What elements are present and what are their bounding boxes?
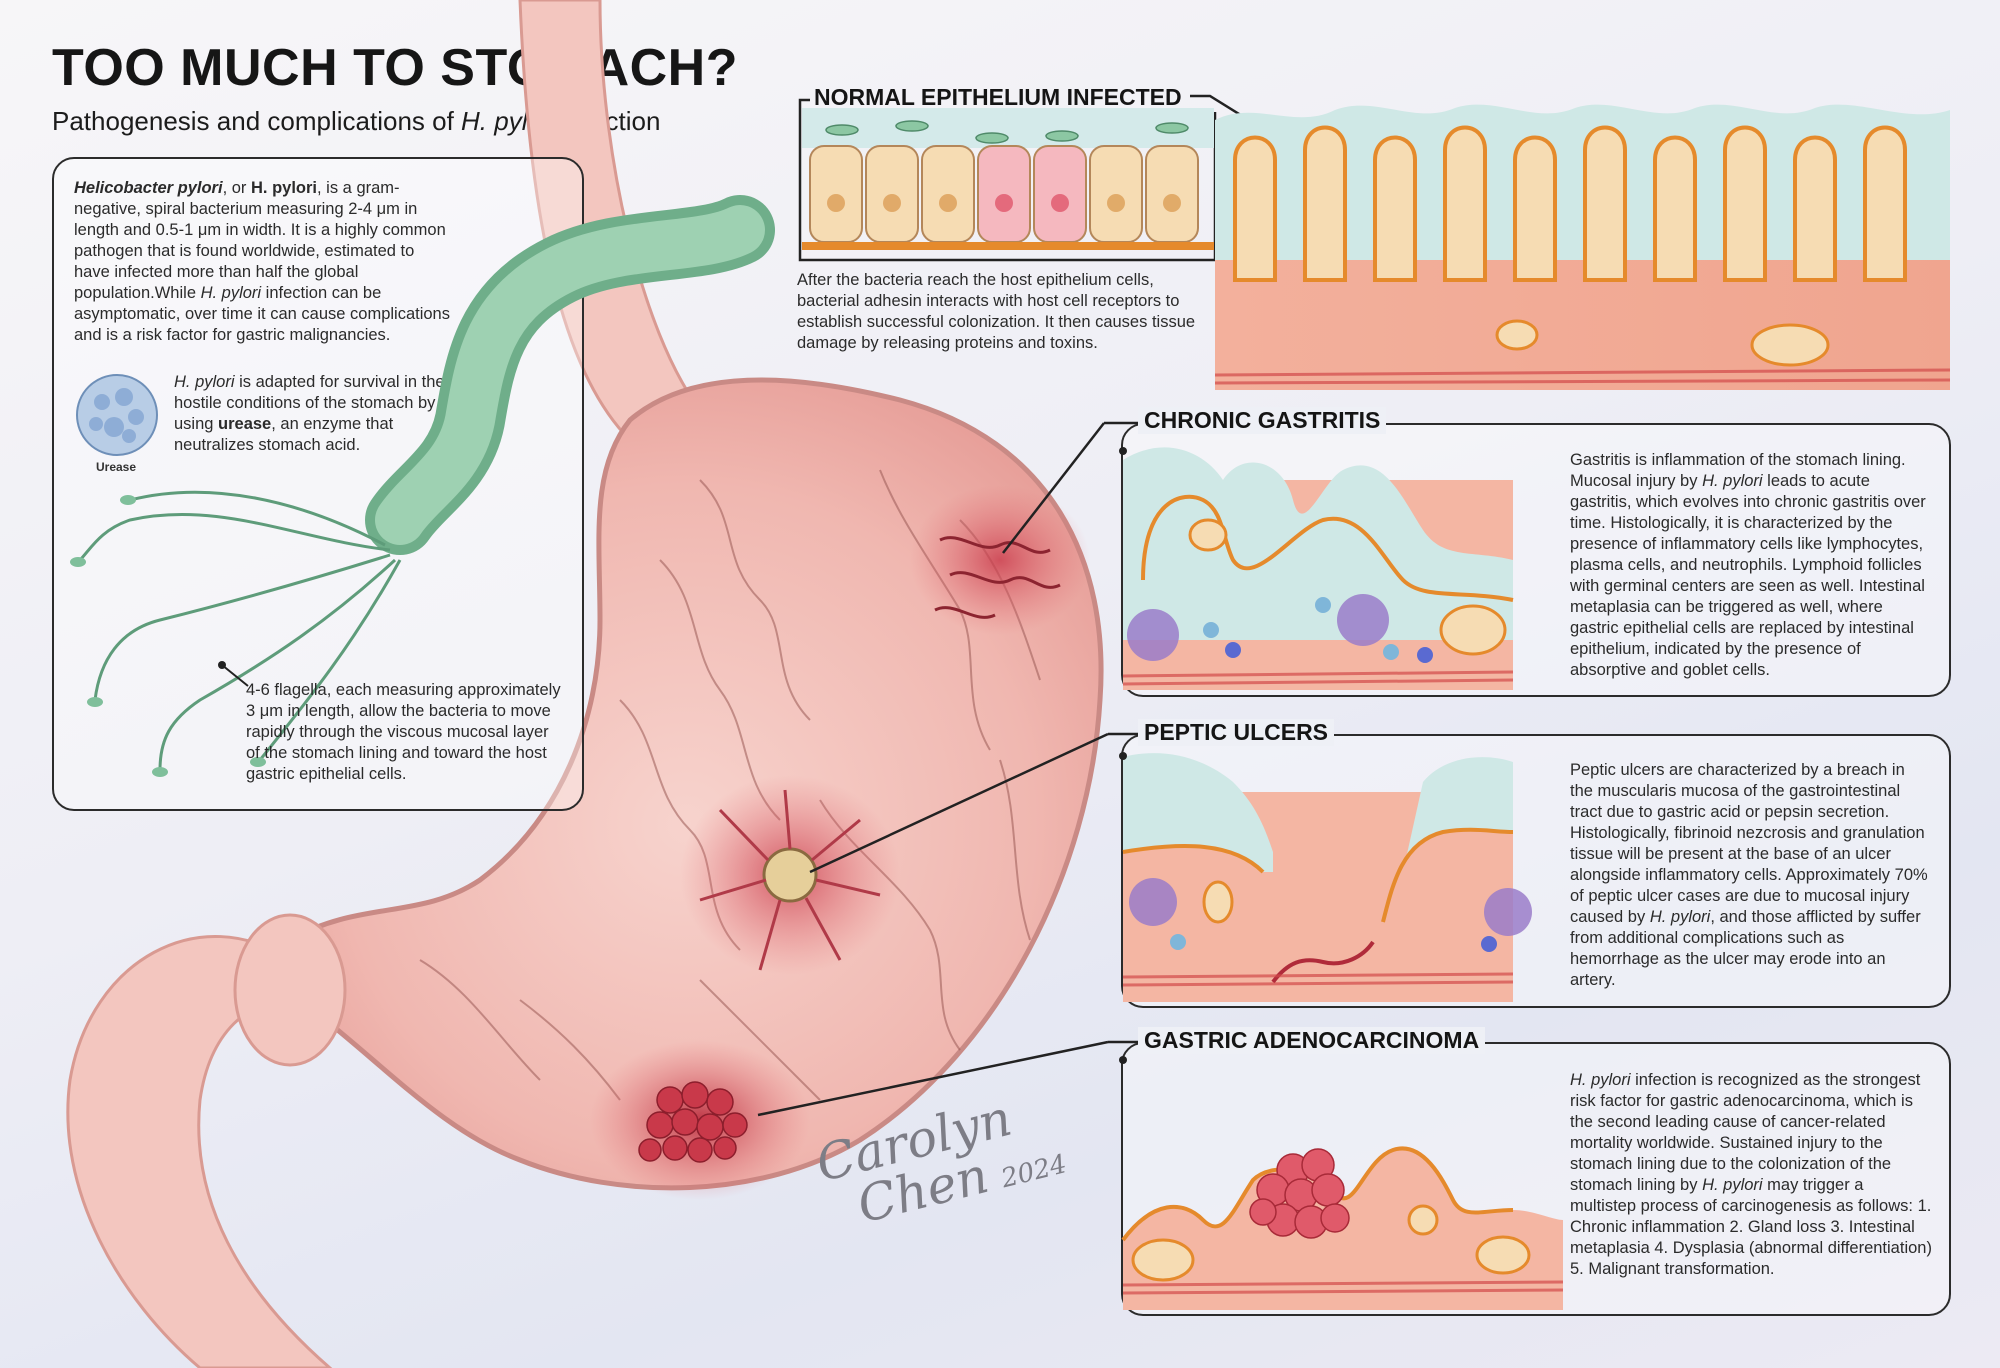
page-subtitle: Pathogenesis and complications of H. pyl… — [52, 106, 660, 136]
urease-paragraph: H. pylori is adapted for survival in the… — [174, 373, 445, 454]
peptic-ulcers-heading: PEPTIC ULCERS — [1138, 719, 1335, 746]
peptic-ulcers-text: Peptic ulcers are characterized by a bre… — [1570, 761, 1928, 989]
adenocarcinoma-heading: GASTRIC ADENOCARCINOMA — [1138, 1027, 1486, 1054]
flagella-paragraph: 4-6 flagella, each measuring approximate… — [246, 681, 561, 783]
page-title: TOO MUCH TO STOMACH? — [52, 39, 738, 97]
epithelium-inset-illustration — [802, 108, 1214, 250]
peptic-ulcer-illustration — [1122, 753, 1532, 1002]
urease-label: Urease — [96, 460, 137, 474]
chronic-gastritis-illustration — [1122, 447, 1514, 690]
villi-tissue-illustration — [1214, 104, 1951, 390]
chronic-gastritis-heading: CHRONIC GASTRITIS — [1138, 407, 1387, 434]
urease-icon — [76, 374, 158, 456]
normal-epithelium-heading: NORMAL EPITHELIUM INFECTED — [814, 84, 1182, 110]
normal-epithelium-text: After the bacteria reach the host epithe… — [797, 271, 1196, 352]
adenocarcinoma-illustration — [1121, 1146, 1564, 1310]
chronic-gastritis-text: Gastritis is inflammation of the stomach… — [1570, 451, 1926, 679]
intro-panel — [52, 157, 584, 811]
intro-paragraph: Helicobacter pylori, or H. pylori, is a … — [74, 179, 450, 344]
adenocarcinoma-text: H. pylori infection is recognized as the… — [1570, 1071, 1932, 1278]
